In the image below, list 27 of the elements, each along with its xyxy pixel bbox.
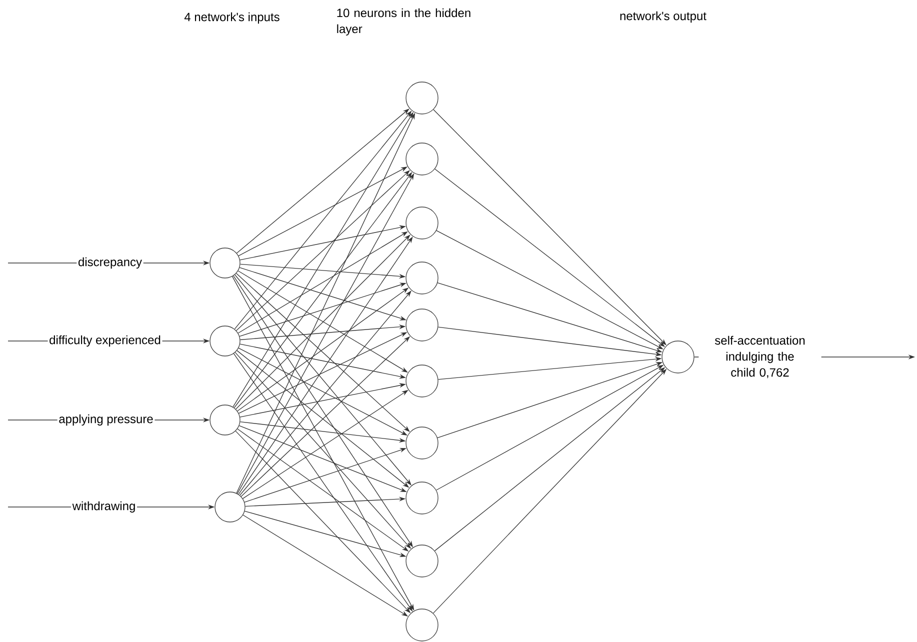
arrow (236, 108, 410, 254)
arrow (236, 234, 410, 410)
neuron-circle (406, 308, 438, 342)
neuron-circle (210, 404, 240, 436)
edge-label: difficulty experienced (48, 334, 162, 348)
neuron-circle (406, 544, 438, 578)
neuron-circle (662, 340, 694, 374)
edge-label: self-accentuation indulging the child 0,762 (698, 334, 822, 380)
neuron-circle (406, 206, 438, 240)
layer-heading: network's output (620, 11, 706, 23)
neuron-circle (406, 82, 438, 114)
arrow (236, 273, 410, 432)
neuron-circle (406, 364, 438, 398)
layer-heading: 10 neurons in the hidden layer (337, 8, 470, 36)
neuron-circle (406, 482, 438, 514)
neuron-circle (406, 426, 438, 460)
neuron-circle (406, 142, 438, 176)
edge-label: discrepancy (76, 256, 144, 270)
neuron-circle (406, 262, 438, 294)
neuron-circle (214, 492, 246, 522)
arrow (236, 170, 410, 331)
edge-label: applying pressure (57, 413, 155, 427)
neuron-circle (210, 248, 240, 278)
edge-label: withdrawing (71, 500, 138, 514)
layer-heading: 4 network's inputs (184, 12, 280, 24)
neuron-circle (406, 608, 438, 642)
neuron-circle (210, 326, 240, 356)
